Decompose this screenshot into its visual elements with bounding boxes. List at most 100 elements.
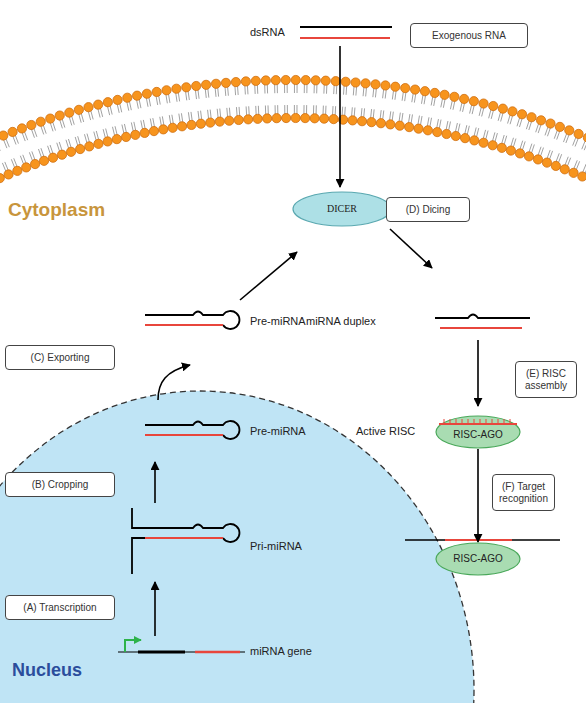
rna-strand [440, 327, 522, 329]
lipid-head [301, 113, 310, 122]
lipid-head [17, 124, 26, 133]
lipid-head [546, 119, 555, 128]
lipid-head [112, 135, 121, 144]
lipid-head [0, 131, 8, 140]
lipid-head [131, 130, 140, 139]
base-tick [456, 419, 457, 424]
lipid-head [470, 136, 479, 145]
lipid-head [450, 92, 459, 101]
lipid-head [244, 115, 253, 124]
lipid-head [401, 83, 410, 92]
lipid-head [371, 80, 380, 89]
lipid-head [451, 131, 460, 140]
base-tick [492, 419, 493, 424]
lipid-head [123, 93, 132, 102]
base-tick [504, 419, 505, 424]
node-text: Exogenous RNA [432, 30, 506, 42]
molecule-label: Pri-miRNA [250, 540, 302, 553]
lipid-head [341, 77, 350, 86]
lipid-head [515, 149, 524, 158]
rna-strand [132, 508, 145, 528]
lipid-head [4, 170, 13, 179]
arrow [154, 582, 156, 636]
node-text: (F) Target recognition [497, 481, 550, 505]
lipid-head [551, 161, 560, 170]
lipid-head [27, 120, 36, 129]
base-tick [510, 419, 511, 424]
lipid-head [367, 118, 376, 127]
lipid-head [291, 113, 300, 122]
ellipse-shape [436, 543, 520, 575]
lipid-head [414, 124, 423, 133]
lipid-head [76, 144, 85, 153]
lipid-head [113, 95, 122, 104]
note-box: Exogenous RNA [410, 23, 528, 48]
flow-arrow [477, 449, 479, 542]
molecule-label: miRNA duplex [306, 315, 376, 328]
complex-ellipse: RISC-AGO [435, 542, 521, 576]
base-tick [486, 419, 487, 424]
lipid-head [57, 150, 66, 159]
dsrna-strand [300, 37, 390, 39]
lipid-head [261, 76, 270, 85]
step-box: (B) Cropping [5, 472, 115, 497]
arrow [477, 340, 479, 406]
lipid-bilayer [0, 75, 586, 190]
lipid-head [430, 88, 439, 97]
node-text: RISC-AGO [453, 553, 502, 565]
lipid-head [39, 156, 48, 165]
promoter-arrow [125, 640, 141, 652]
lipid-head [320, 114, 329, 123]
lipid-head [488, 141, 497, 150]
base-tick [498, 419, 499, 424]
lipid-head [13, 166, 22, 175]
lipid-head [311, 76, 320, 85]
lipid-head [386, 120, 395, 129]
lipid-head [497, 143, 506, 152]
region-title: Nucleus [12, 660, 82, 682]
lipid-head [331, 77, 340, 86]
molecule-label: Active RISC [356, 425, 415, 438]
lipid-head [376, 119, 385, 128]
lipid-head [94, 139, 103, 148]
nucleus-envelope [0, 391, 474, 703]
rna-strand [132, 538, 145, 574]
bound-mirna [439, 423, 517, 425]
step-box: (E) RISC assembly [515, 361, 577, 398]
molecule-label: Pre-miRNA [250, 425, 306, 438]
lipid-head [22, 163, 31, 172]
base-tick [444, 419, 445, 424]
rna-strand [145, 421, 239, 439]
lipid-head [231, 77, 240, 86]
lipid-head [121, 132, 130, 141]
node-text: (A) Transcription [23, 602, 96, 614]
node-text: RISC-AGO [453, 429, 502, 441]
lipid-head [423, 126, 432, 135]
lipid-head [391, 82, 400, 91]
lipid-head [442, 129, 451, 138]
lipid-head [241, 77, 250, 86]
lipid-head [460, 134, 469, 143]
lipid-head [361, 79, 370, 88]
lipid-head [489, 101, 498, 110]
lipid-head [351, 78, 360, 87]
base-tick [462, 419, 463, 424]
gene-line [118, 651, 245, 652]
lipid-head [542, 158, 551, 167]
lipid-head [85, 142, 94, 151]
lipid-head [206, 118, 215, 127]
rna-strand [145, 537, 223, 539]
lipid-head [46, 114, 55, 123]
molecule-label: Pre-miRNA [250, 315, 306, 328]
lipid-head [578, 172, 586, 181]
mirna-region [195, 651, 240, 654]
compartment-label: Cytoplasm [8, 199, 105, 222]
lipid-head [527, 113, 536, 122]
lipid-head [321, 76, 330, 85]
lipid-head [74, 105, 83, 114]
export-arrow [158, 365, 190, 400]
lipid-head [103, 137, 112, 146]
step-box: (A) Transcription [5, 595, 115, 620]
rna-strand [435, 315, 530, 319]
lipid-head [168, 123, 177, 132]
